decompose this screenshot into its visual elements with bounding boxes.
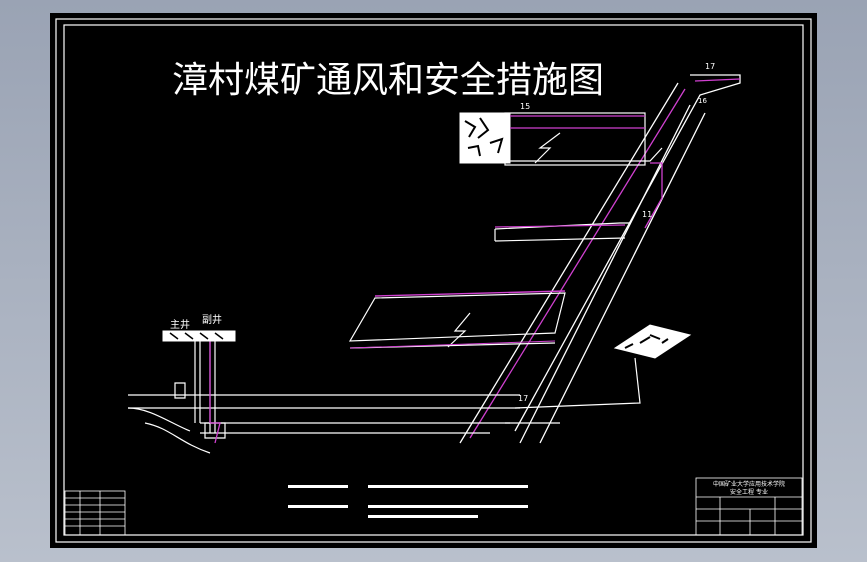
legend-notes: [288, 485, 528, 518]
drawing-title: 漳村煤矿通风和安全措施图: [172, 60, 604, 101]
working-face-lower: [348, 292, 566, 349]
label-11: 11: [642, 210, 652, 219]
return-airway-upper: [469, 78, 741, 439]
outer-border: [55, 18, 812, 543]
label-15: 15: [520, 102, 530, 111]
goaf-hatch-15: [459, 112, 511, 164]
goaf-right: [514, 324, 692, 409]
title-block-line1: 中国矿业大学应用技术学院: [713, 480, 785, 488]
label-17-bottom: 17: [518, 394, 528, 403]
main-roadways: [127, 333, 520, 454]
main-inclined-airways: [459, 74, 741, 444]
title-block-line2: 安全工程 专业: [730, 488, 768, 496]
mine-ventilation-drawing: 漳村煤矿通风和安全措施图 15 11 17 16: [55, 18, 812, 543]
aux-shaft-label: 副井: [202, 313, 222, 326]
inner-border: [63, 24, 804, 536]
working-face-15: 15: [459, 102, 663, 166]
title-block: [695, 477, 803, 536]
main-shaft-label: 主井: [170, 318, 190, 331]
shaft-surface-pad: [162, 330, 236, 342]
legend-table: [64, 490, 126, 536]
label-17-top: 17: [705, 62, 715, 71]
drawing-frame: 漳村煤矿通风和安全措施图 15 11 17 16: [50, 13, 817, 548]
working-face-11: [494, 222, 630, 242]
label-16: 16: [698, 97, 707, 105]
